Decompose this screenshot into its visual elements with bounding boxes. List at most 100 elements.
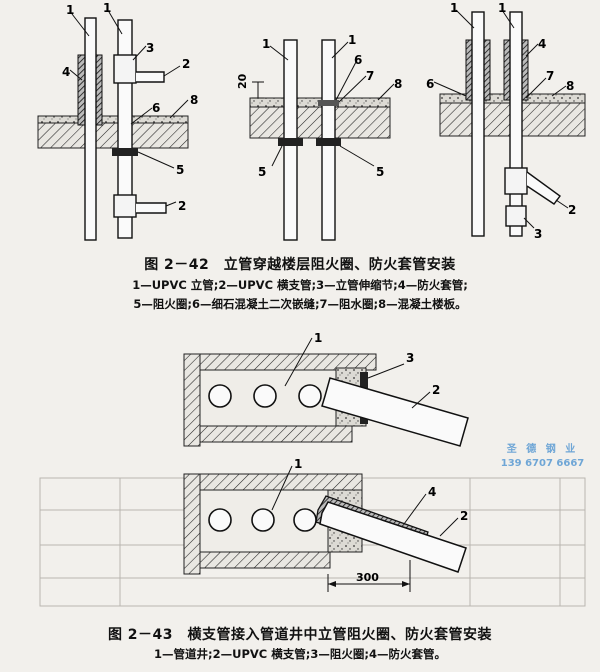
callout: 7 [366,69,374,83]
fig42-left-assembly: 1 1 3 4 2 6 8 5 2 [37,1,198,241]
upvc-riser-1 [471,11,485,237]
leader [271,145,283,167]
expansion-joint-3 [113,54,137,84]
leader [555,199,569,209]
leader [71,13,90,37]
water-stop-ring [318,100,339,106]
callout: 5 [258,165,266,179]
dimension-label: 20 [236,73,249,89]
leader [269,45,289,61]
riser-pipe [253,384,277,408]
callout: 7 [546,69,554,83]
callout: 1 [450,1,458,15]
leader [137,151,175,169]
fig42-middle-assembly: 20 1 1 6 7 8 5 5 [236,33,402,241]
leader [271,465,293,511]
leader [169,99,189,119]
fire-ring [112,148,138,156]
branch-pipe-2 [321,377,469,447]
leader [331,41,349,59]
figure-42-legend-line-1: 1—UPVC 立管;2—UPVC 横支管;3—立管伸缩节;4—防火套管; [132,278,468,292]
riser-pipe [293,508,317,532]
leader [165,201,177,207]
leader [338,75,367,103]
shaft-wall-bottom [199,551,331,569]
leader [501,9,515,29]
fire-ring [316,138,341,146]
fig42-right-assembly: 1 1 4 6 7 8 2 3 [426,1,586,241]
callout: 2 [460,509,468,523]
leader [525,43,539,57]
shaft-wall-bottom [199,425,353,443]
callout: 6 [152,101,160,115]
callout: 8 [190,93,198,107]
branch-pipe-lower [136,202,167,214]
callout: 6 [354,53,362,67]
leader [455,9,475,29]
leader [130,107,153,125]
callout: 3 [406,351,414,365]
callout: 3 [534,227,542,241]
leader [367,363,405,379]
leader [108,11,123,35]
leader [523,217,535,229]
leader [433,81,467,97]
leader [132,45,147,61]
shaft-wall-left [183,353,201,447]
leader [411,391,431,409]
leader [284,337,313,387]
leader [335,61,357,101]
watermark-phone: 139 6707 6667 [500,458,585,469]
callout: 5 [176,163,184,177]
leader [525,77,547,99]
lower-fitting [113,194,137,218]
leader [163,65,181,77]
tee-fitting [504,167,528,195]
shaft-wall-top [183,473,363,491]
dimension-label: 300 [356,571,379,584]
watermark-name: 圣 德 钢 业 [506,444,579,455]
callout: 2 [568,203,576,217]
callout: 1 [294,457,302,471]
figure-43-title: 图 2－43 横支管接入管道井中立管阻火圈、防火套管安装 [107,627,493,643]
callout: 1 [498,1,506,15]
figure-42-title: 图 2－42 立管穿越楼层阻火圈、防火套管安装 [144,257,456,273]
leader [551,85,567,97]
upvc-riser-1 [84,17,97,241]
leader [339,145,375,167]
figure-43-drawing: 1 3 2 300 1 4 2 [39,331,586,607]
leader [439,517,459,537]
callout: 2 [178,199,186,213]
figure-43-legend: 1—管道井;2—UPVC 横支管;3—阻火圈;4—防火套管。 [154,647,446,661]
riser-pipe [208,384,232,408]
riser-pipe [208,508,232,532]
callout: 1 [314,331,322,345]
callout: 4 [538,37,546,51]
leader [403,493,427,525]
expansion-joint-3 [505,205,527,227]
shaft-wall-left [183,473,201,575]
callout: 5 [376,165,384,179]
callout: 1 [262,37,270,51]
callout: 3 [146,41,154,55]
callout: 1 [66,3,74,17]
slab-top-layer [37,115,189,124]
callout: 8 [566,79,574,93]
callout: 1 [103,1,111,15]
fig43-top-assembly: 1 3 2 [183,331,469,447]
leader [69,69,83,81]
upvc-riser-1b [509,11,523,237]
figure-42-legend-line-2: 5—阻火圈;6—细石混凝土二次嵌缝;7—阻水圈;8—混凝土楼板。 [133,297,467,311]
branch-pipe [526,171,561,205]
riser-pipe [251,508,275,532]
riser-pipe [298,384,322,408]
floor-slab [249,105,391,139]
branch-pipe-2 [319,501,467,573]
callout: 1 [348,33,356,47]
fig43-bottom-assembly: 300 1 4 2 [183,457,468,592]
callout: 4 [62,65,70,79]
callout: 4 [428,485,436,499]
figure-42-drawing: 1 1 3 4 2 6 8 5 2 20 [37,1,586,241]
